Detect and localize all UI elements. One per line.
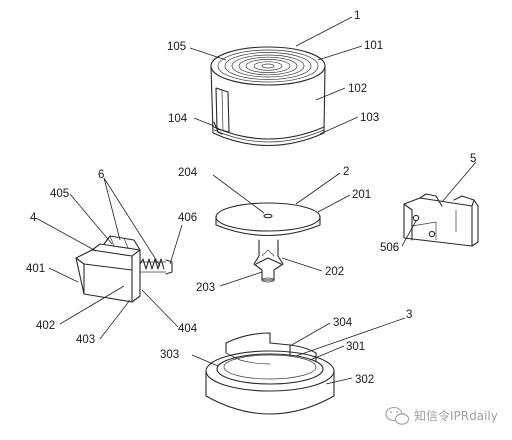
wechat-icon bbox=[385, 406, 410, 425]
label-302: 302 bbox=[355, 374, 374, 386]
label-102: 102 bbox=[348, 83, 367, 95]
label-5: 5 bbox=[470, 153, 476, 165]
label-304: 304 bbox=[333, 317, 353, 329]
label-405: 405 bbox=[50, 188, 69, 200]
label-4: 4 bbox=[30, 212, 37, 224]
label-3: 3 bbox=[406, 309, 412, 321]
component-2-disc bbox=[215, 202, 321, 283]
label-202: 202 bbox=[325, 266, 344, 278]
label-203: 203 bbox=[196, 282, 215, 294]
label-506: 506 bbox=[380, 242, 399, 254]
reference-labels: 1 101 102 103 104 105 2 201 202 203 204 … bbox=[26, 10, 476, 386]
label-402: 402 bbox=[36, 320, 55, 332]
label-105: 105 bbox=[167, 41, 186, 53]
component-5-clip bbox=[403, 193, 479, 247]
component-1-cap bbox=[210, 46, 326, 146]
label-303: 303 bbox=[160, 349, 179, 361]
label-101: 101 bbox=[364, 40, 383, 52]
label-201: 201 bbox=[352, 189, 371, 201]
component-3-base bbox=[205, 332, 335, 415]
label-406: 406 bbox=[178, 212, 197, 224]
leader-lines bbox=[35, 16, 477, 385]
watermark-text: 知信令IPRdaily bbox=[414, 408, 498, 423]
watermark: 知信令IPRdaily bbox=[385, 406, 498, 425]
label-1: 1 bbox=[354, 10, 360, 22]
label-2: 2 bbox=[343, 166, 349, 178]
label-403: 403 bbox=[76, 334, 95, 346]
label-404: 404 bbox=[178, 323, 198, 335]
component-4-clip bbox=[75, 235, 173, 303]
label-6: 6 bbox=[98, 169, 104, 181]
label-301: 301 bbox=[346, 341, 365, 353]
label-204: 204 bbox=[178, 167, 198, 179]
label-103: 103 bbox=[360, 112, 379, 124]
label-104: 104 bbox=[168, 113, 188, 125]
label-401: 401 bbox=[26, 263, 45, 275]
